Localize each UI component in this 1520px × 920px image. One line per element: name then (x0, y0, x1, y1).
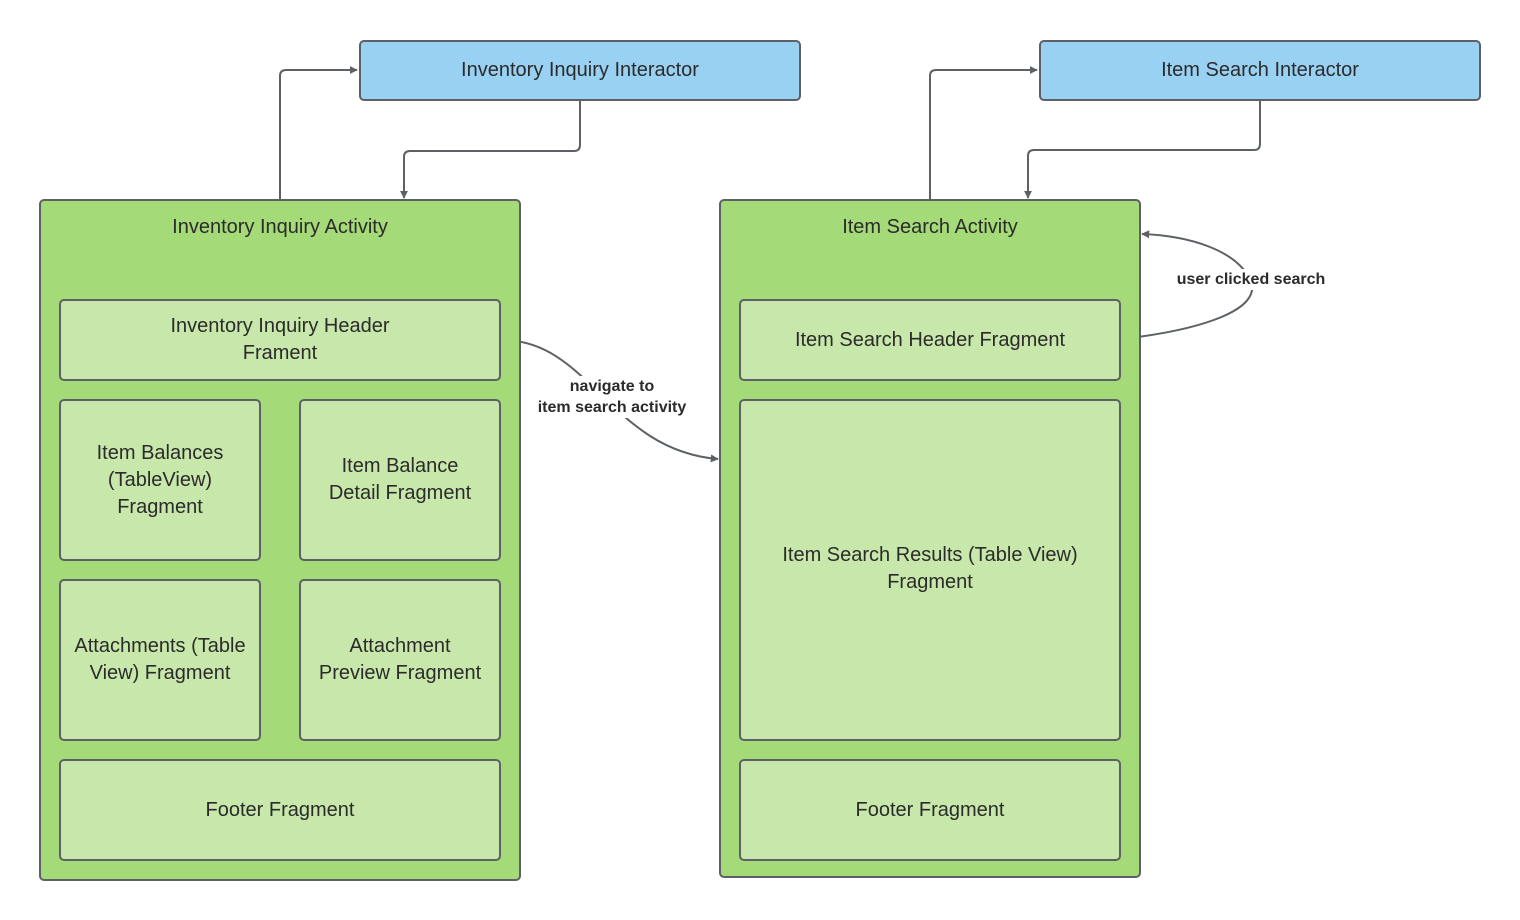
item-search-header-fragment[interactable]: Item Search Header Fragment (739, 299, 1121, 381)
connector-inventory-interactor-to-activity (400, 100, 581, 199)
connector-search-activity-to-interactor (929, 66, 1038, 200)
item-search-activity-title: Item Search Activity (842, 216, 1018, 238)
attachment-preview-fragment-label: Attachment Preview Fragment (318, 635, 482, 684)
inventory-inquiry-interactor-label: Inventory Inquiry Interactor (461, 59, 699, 81)
item-search-results-fragment-label: Item Search Results (Table View) Fragmen… (782, 544, 1078, 593)
inventory-footer-fragment-label: Footer Fragment (205, 798, 355, 821)
attachments-fragment-label: Attachments (Table View) Fragment (74, 635, 246, 684)
item-balance-detail-fragment[interactable]: Item Balance Detail Fragment (299, 399, 501, 561)
connector-search-interactor-to-activity (1024, 100, 1261, 199)
inventory-inquiry-interactor[interactable]: Inventory Inquiry Interactor (359, 40, 801, 101)
connector-inventory-activity-to-interactor (279, 66, 358, 200)
item-search-interactor-label: Item Search Interactor (1161, 59, 1359, 81)
item-balances-fragment-label: Item Balances (TableView) Fragment (96, 441, 224, 518)
navigate-edge-label: navigate to item search activity (527, 376, 697, 418)
item-search-interactor[interactable]: Item Search Interactor (1039, 40, 1481, 101)
inventory-inquiry-activity-title: Inventory Inquiry Activity (172, 216, 388, 238)
item-search-header-fragment-label: Item Search Header Fragment (794, 328, 1066, 351)
inventory-inquiry-header-fragment[interactable]: Inventory Inquiry Header Frament (59, 299, 501, 381)
attachment-preview-fragment[interactable]: Attachment Preview Fragment (299, 579, 501, 741)
user-clicked-search-edge-label: user clicked search (1166, 269, 1336, 290)
inventory-footer-fragment[interactable]: Footer Fragment (59, 759, 501, 861)
item-search-footer-fragment[interactable]: Footer Fragment (739, 759, 1121, 861)
item-search-results-fragment[interactable]: Item Search Results (Table View) Fragmen… (739, 399, 1121, 741)
item-balance-detail-fragment-label: Item Balance Detail Fragment (328, 455, 472, 504)
inventory-inquiry-header-fragment-label: Inventory Inquiry Header Frament (170, 315, 390, 364)
item-balances-fragment[interactable]: Item Balances (TableView) Fragment (59, 399, 261, 561)
item-search-footer-fragment-label: Footer Fragment (855, 798, 1005, 821)
attachments-fragment[interactable]: Attachments (Table View) Fragment (59, 579, 261, 741)
